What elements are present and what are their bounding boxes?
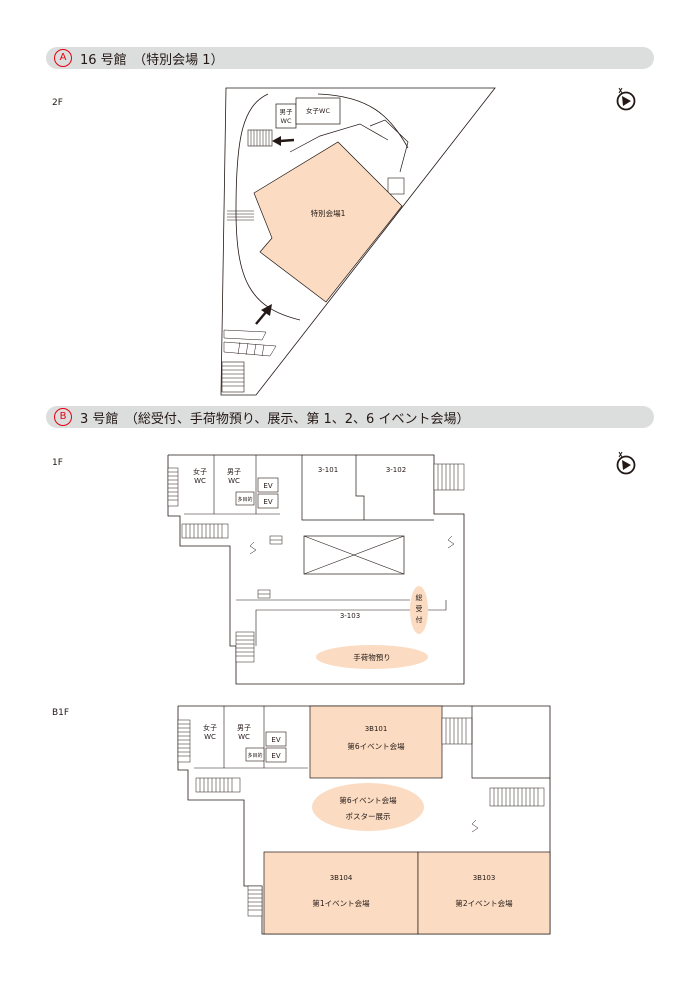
room-3b103 <box>417 851 551 935</box>
multi-purpose-toilet-label: 多目的 <box>247 752 262 759</box>
section-header-b: B 3 号館 （総受付、手荷物預り、展示、第 1、2、6 イベント会場） <box>46 406 654 428</box>
elevator-2-label: EV <box>271 752 280 760</box>
stairs-icon <box>247 129 273 147</box>
building16-2f-plan: 男子 WC 女子WC 特別会場1 <box>220 87 496 396</box>
wc-female-room <box>295 97 341 125</box>
reception-label-2: 受 <box>416 604 423 613</box>
wc-female-label-2: WC <box>194 477 206 485</box>
elevator-1 <box>265 731 287 747</box>
stairs-icon <box>441 717 473 745</box>
room-3b101-number: 3B101 <box>365 725 388 733</box>
compass-icon <box>616 451 636 475</box>
wc-male-label-2: WC <box>281 117 292 125</box>
reception-label-1: 総 <box>416 593 423 602</box>
stairs-icon <box>181 523 229 539</box>
room-3-102-label: 3-102 <box>386 466 406 474</box>
multi-purpose-toilet-label: 多目的 <box>237 496 252 503</box>
arrow-icon <box>255 304 272 325</box>
wc-female-label-2: WC <box>204 733 216 741</box>
floor-label-b-1f: 1F <box>52 458 63 468</box>
floor-label-a-2f: 2F <box>52 98 63 108</box>
section-title-b: 3 号館 （総受付、手荷物預り、展示、第 1、2、6 イベント会場） <box>80 411 470 427</box>
elevator-1 <box>257 477 279 493</box>
section-badge-a: A <box>54 49 72 67</box>
section-title-a: 16 号館 （特別会場 1） <box>80 52 224 68</box>
baggage-counter <box>316 645 428 669</box>
wc-male-label: 男子 <box>237 724 251 732</box>
escalator-icon <box>223 329 277 357</box>
wc-male-label-2: WC <box>228 477 240 485</box>
poster-label-1: 第6イベント会場 <box>339 795 397 805</box>
reception-desk <box>410 586 428 634</box>
room-special-hall-1 <box>253 141 403 303</box>
wc-female-label: 女子 <box>203 723 217 732</box>
baggage-label: 手荷物預り <box>353 652 391 662</box>
room-3b104-name: 第1イベント会場 <box>312 898 370 908</box>
section-header-a: A 16 号館 （特別会場 1） <box>46 47 654 69</box>
room-3b101-name: 第6イベント会場 <box>347 741 405 751</box>
arrow-icon <box>272 136 295 146</box>
wc-female-label: 女子WC <box>306 106 330 115</box>
elevator-1-label: EV <box>263 482 272 490</box>
building3-b1f-plan: 女子 WC 男子 WC 多目的 EV EV 3B101 第6イベント会場 <box>177 705 551 935</box>
stairs-icon <box>489 787 545 807</box>
floor-label-b-b1f: B1F <box>52 708 70 718</box>
stairs-icon <box>247 885 263 917</box>
stairs-icon <box>221 361 245 393</box>
compass-icon <box>616 87 636 111</box>
room-3b104 <box>263 851 419 935</box>
room-3b103-name: 第2イベント会場 <box>455 898 513 908</box>
poster-label-2: ポスター展示 <box>346 812 391 821</box>
room-special-hall-1-label: 特別会場1 <box>311 208 346 218</box>
building3-1f-plan: 女子 WC 男子 WC 多目的 EV EV 3-101 3-102 3-103 … <box>167 454 465 685</box>
wc-male-label: 男子 <box>227 468 241 476</box>
section-badge-b: B <box>54 408 72 426</box>
wc-male-label: 男子 <box>280 108 294 116</box>
elevator-1-label: EV <box>271 736 280 744</box>
reception-label-3: 付 <box>416 615 423 624</box>
stairs-icon <box>177 719 191 763</box>
wc-female-label: 女子 <box>193 467 207 476</box>
poster-exhibition-area <box>312 783 424 831</box>
stairs-icon <box>235 631 255 663</box>
stairs-icon <box>433 463 465 491</box>
room-3b104-number: 3B104 <box>330 874 353 882</box>
elevator-2 <box>265 747 287 763</box>
wc-male-label-2: WC <box>238 733 250 741</box>
room-3-103-label: 3-103 <box>340 612 360 620</box>
room-3b103-number: 3B103 <box>473 874 496 882</box>
stairs-icon <box>167 467 179 507</box>
elevator-2 <box>257 493 279 509</box>
stairs-icon <box>227 210 254 221</box>
stairs-icon <box>195 777 241 793</box>
elevator-2-label: EV <box>263 498 272 506</box>
room-3-101-label: 3-101 <box>318 466 338 474</box>
